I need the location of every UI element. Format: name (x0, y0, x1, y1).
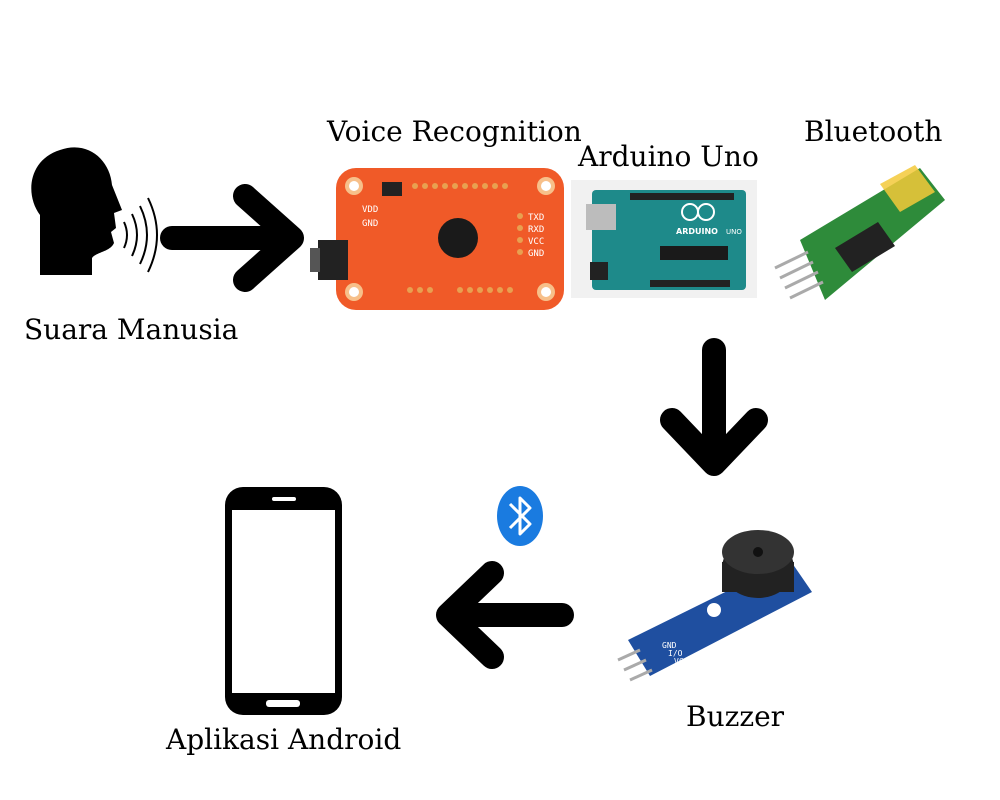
arduino-model-text: UNO (726, 228, 742, 236)
smartphone-icon (225, 487, 342, 715)
arduino-uno-board: ARDUINO UNO (571, 180, 757, 298)
arduino-logo-text: ARDUINO (676, 227, 718, 236)
buzzer-pin-label: VCC (674, 657, 689, 666)
voice-recognition-board: TXD RXD VCC GND VDD GND (310, 168, 564, 310)
arrow-down (660, 338, 768, 476)
bluetooth-module (774, 165, 945, 300)
label-arduino-uno: Arduino Uno (578, 140, 759, 173)
voice-pin-label: TXD (528, 213, 544, 223)
voice-pin-label: GND (362, 219, 378, 229)
voice-pin-label: GND (528, 249, 544, 259)
label-voice-recognition: Voice Recognition (327, 115, 582, 148)
arrow-left (436, 561, 574, 669)
voice-pin-label: RXD (528, 225, 544, 235)
voice-pin-label: VCC (528, 237, 544, 247)
buzzer-pin-label: I/O (668, 649, 683, 658)
voice-pin-label: VDD (362, 205, 378, 215)
buzzer-module: GND I/O VCC (617, 530, 812, 682)
buzzer-pin-label: GND (662, 641, 677, 650)
arrow-right (160, 184, 304, 292)
head-speaking-icon (31, 147, 158, 275)
label-bluetooth: Bluetooth (804, 115, 943, 148)
label-buzzer: Buzzer (686, 700, 785, 733)
label-human-voice: Suara Manusia (24, 313, 239, 346)
label-android-app: Aplikasi Android (166, 723, 402, 756)
bluetooth-icon (497, 486, 543, 546)
